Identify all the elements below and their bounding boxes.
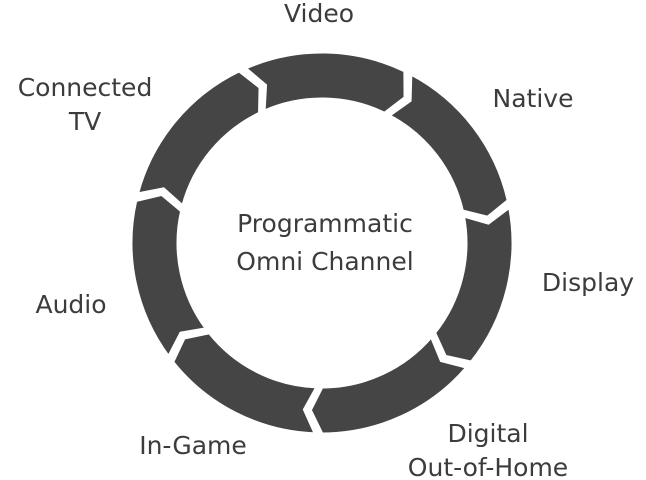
segment-audio [129,192,209,360]
label-digital: Digital [447,419,528,448]
segment-native [386,71,510,219]
center-label-line2: Omni Channel [236,247,413,276]
segment-video [242,50,407,116]
cycle-ring [129,50,515,436]
label-tv: TV [68,107,101,136]
center-label-line1: Programmatic [237,209,413,238]
label-out-of-home: Out-of-Home [408,453,568,480]
segment-connected-tv [135,69,262,209]
label-native: Native [493,84,574,113]
segment-in-game [170,331,320,436]
label-audio: Audio [35,290,106,319]
segment-display [432,204,515,364]
segment-digital-out-of-home [308,333,470,436]
label-video: Video [284,0,354,28]
label-display: Display [542,268,634,297]
label-connected: Connected [18,73,153,102]
label-in-game: In-Game [139,431,247,460]
